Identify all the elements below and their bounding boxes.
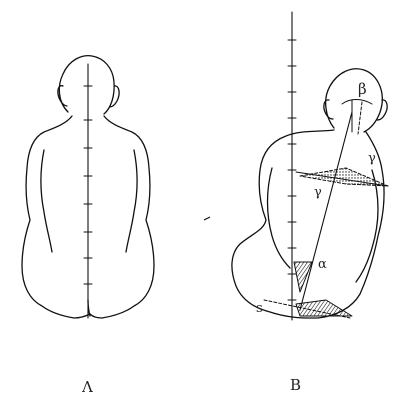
stray-mark [204, 217, 210, 220]
angle-beta-label: β [358, 80, 367, 98]
angle-alpha-label: α [318, 257, 327, 272]
figure-b-head [326, 69, 383, 132]
figure-b-trunk-axis [300, 112, 352, 310]
figure-b-right-arm [356, 170, 378, 282]
figure-a-right-arm [126, 150, 137, 252]
figure-b-beta-arc [342, 100, 372, 105]
figure-b-alpha-wedge [294, 262, 312, 292]
figure-a-label: Λ [81, 378, 93, 396]
figure-a-body-right [90, 116, 154, 318]
figure-b-left-arm [268, 168, 291, 268]
figure-b-body-left [232, 130, 334, 318]
figure-a [22, 56, 154, 318]
figure-a-head [59, 56, 114, 114]
figure-b-beta-line-2 [358, 102, 362, 134]
angle-gamma-left-label: γ [314, 185, 322, 200]
figure-b-shoulder-wedge [300, 168, 388, 186]
figure-a-body-left [22, 116, 90, 318]
figure-b [232, 12, 388, 320]
angle-s-label: s [256, 301, 263, 316]
figure-b-label: B [290, 376, 301, 394]
figure-a-left-arm [41, 150, 52, 252]
angle-gamma-right-label: γ [368, 151, 376, 166]
